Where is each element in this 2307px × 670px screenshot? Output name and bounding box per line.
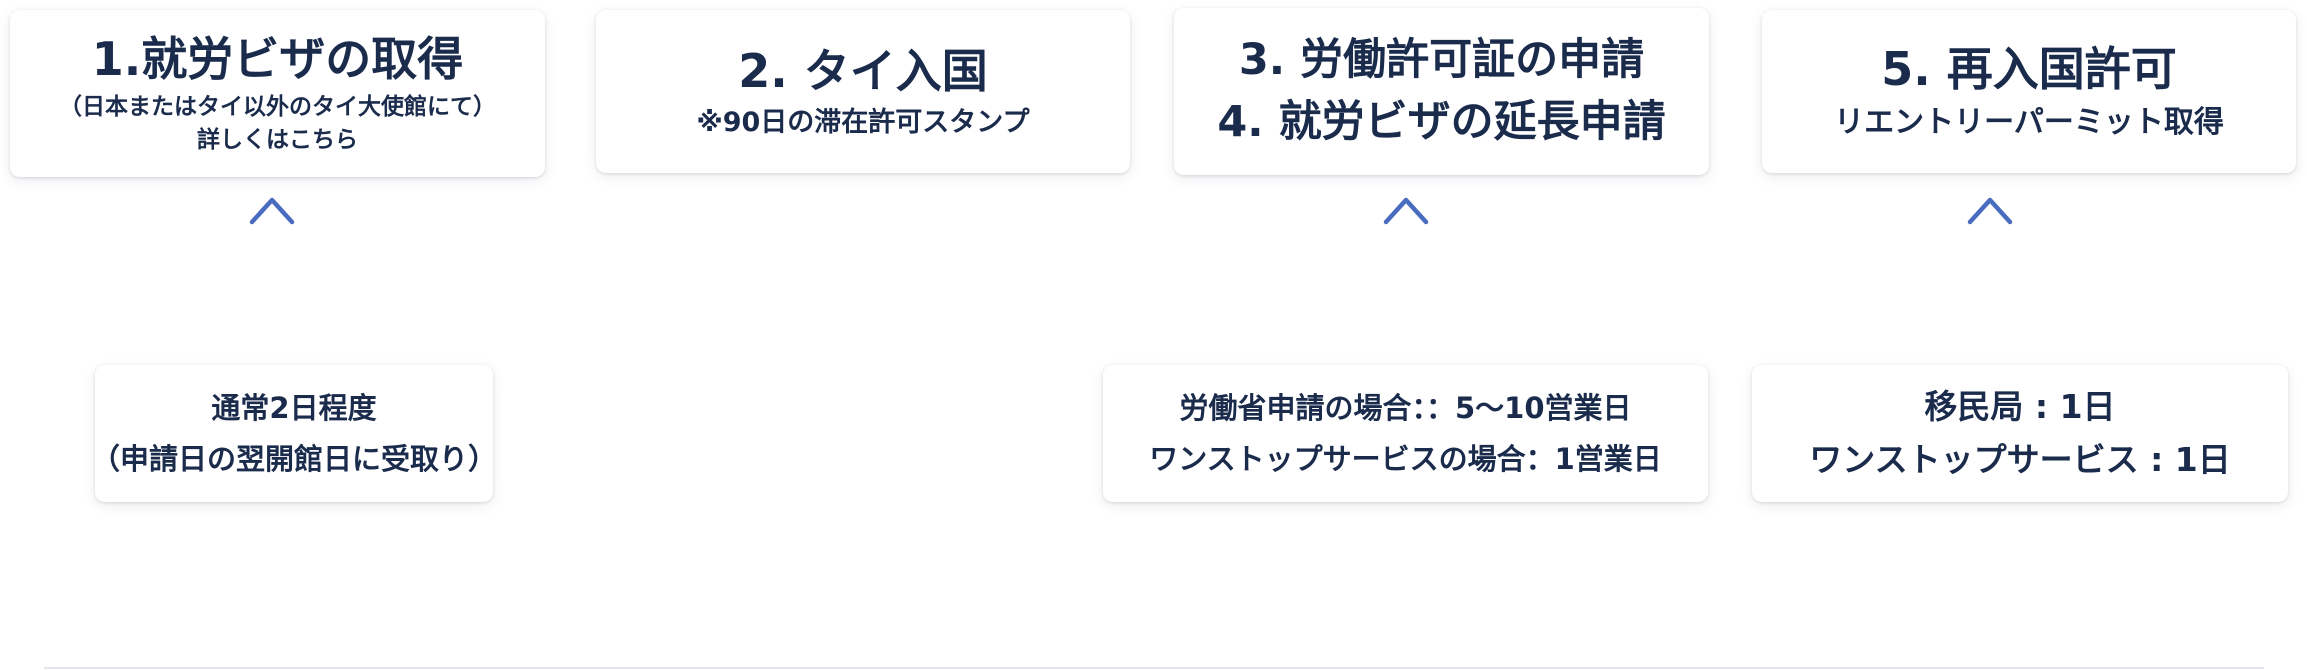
arrow-up-icon: [1967, 197, 2013, 310]
detail-line: ワンストップサービスの場合：1営業日: [1149, 441, 1662, 476]
step-card-entry: 2. タイ入国 ※90日の滞在許可スタンプ: [596, 10, 1130, 173]
detail-card-visa-duration: 通常2日程度 （申請日の翌開館日に受取り）: [91, 365, 497, 502]
step-title-reentry: 5. 再入国許可: [1881, 41, 2177, 96]
detail-card-work-permit-duration: 労働省申請の場合：：5〜10営業日 ワンストップサービスの場合：1営業日: [1103, 365, 1708, 502]
step-title-visa-extension: 4. 就労ビザの延長申請: [1217, 96, 1666, 147]
bottom-divider: [44, 667, 2264, 669]
step-card-reentry: 5. 再入国許可 リエントリーパーミット取得: [1762, 10, 2296, 173]
detail-line: 移民局 : 1日: [1924, 386, 2116, 426]
detail-line: 通常2日程度: [211, 390, 377, 425]
step-card-work-permit: 3. 労働許可証の申請 4. 就労ビザの延長申請: [1174, 8, 1709, 175]
detail-card-reentry-duration: 移民局 : 1日 ワンストップサービス : 1日: [1752, 365, 2288, 502]
step-card-visa: 1.就労ビザの取得 （日本またはタイ以外のタイ大使館にて） 詳しくはこちら: [10, 10, 545, 177]
step-subtitle-visa: （日本またはタイ以外のタイ大使館にて）: [59, 93, 496, 120]
step-subtitle-entry: ※90日の滞在許可スタンプ: [696, 106, 1030, 138]
detail-line: ワンストップサービス : 1日: [1809, 439, 2231, 479]
arrow-up-icon: [249, 197, 295, 310]
detail-line: （申請日の翌開館日に受取り）: [91, 441, 498, 476]
step-subtitle-reentry: リエントリーパーミット取得: [1834, 105, 2224, 141]
step-title-entry: 2. タイ入国: [738, 43, 988, 98]
detail-line: 労働省申請の場合：：5〜10営業日: [1179, 390, 1632, 425]
arrow-up-icon: [1383, 197, 1429, 310]
step-title-work-permit: 3. 労働許可証の申請: [1238, 34, 1645, 85]
step-title-visa: 1.就労ビザの取得: [91, 32, 464, 87]
details-link[interactable]: 詳しくはこちら: [197, 127, 358, 154]
